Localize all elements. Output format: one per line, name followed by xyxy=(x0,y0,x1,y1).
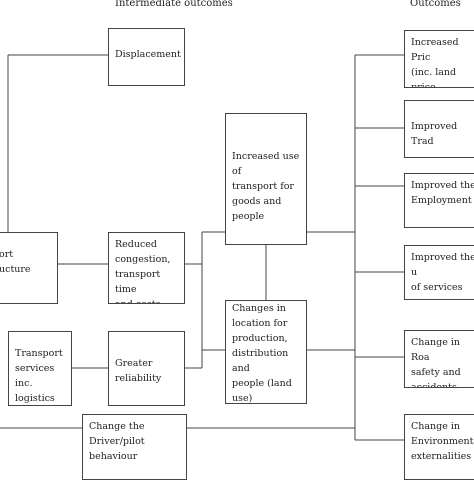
greater-reliability-box: Greater reliability xyxy=(108,331,185,406)
outcome-environmental-box: Change in Environmental externalities xyxy=(404,414,474,480)
outcomes-header: Outcomes xyxy=(410,0,461,9)
outcome-improved-employment-box: Improved the Employment xyxy=(404,173,474,228)
increased-use-box: Increased use of transport for goods and… xyxy=(225,113,307,245)
intermediate-outcomes-header: Intermediate outcomes xyxy=(115,0,233,9)
changes-in-location-box: Changes in location for production, dist… xyxy=(225,300,307,404)
outcome-improved-trade-box: Improved Trad xyxy=(404,100,474,158)
outcome-road-safety-box: Change in Roa safety and accidents xyxy=(404,330,474,388)
driver-behaviour-box: Change the Driver/pilot behaviour xyxy=(82,414,187,480)
outcome-increased-prices-box: Increased Pric (inc. land price xyxy=(404,30,474,88)
reduced-congestion-box: Reduced congestion, transport time and c… xyxy=(108,232,185,304)
outcome-improved-services-box: Improved the u of services xyxy=(404,245,474,300)
transport-infrastructure-box: ort ucture xyxy=(0,232,58,304)
displacement-box: Displacement xyxy=(108,28,185,86)
transport-services-box: Transport services inc. logistics xyxy=(8,331,72,406)
